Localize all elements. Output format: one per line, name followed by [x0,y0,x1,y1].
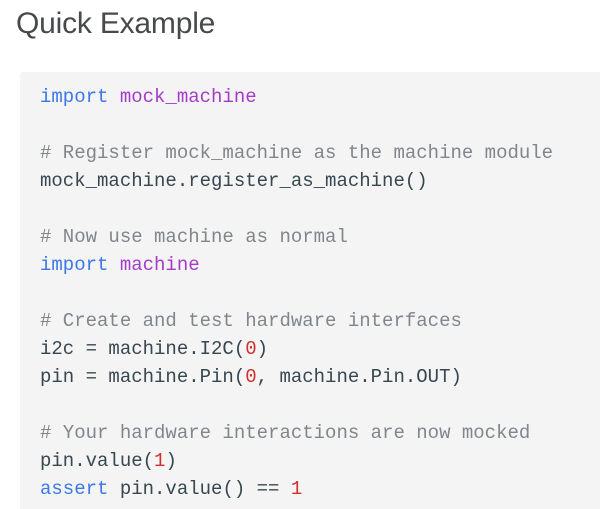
code-line: assert pin.value() == 1 [40,478,302,500]
docs-page: Quick Example import mock_machine # Regi… [0,6,600,509]
code-token-comment: # Create and test hardware interfaces [40,310,462,332]
code-token-plain: , machine.Pin.OUT) [256,366,462,388]
code-token-plain: pin.value( [40,450,155,472]
code-token-plain: pin = machine.Pin( [40,366,246,388]
code-token-keyword: assert [40,478,109,500]
code-token-number: 0 [245,366,257,388]
code-token-plain: ) [165,450,177,472]
code-token-comment: # Your hardware interactions are now moc… [40,422,531,444]
code-token-plain: i2c = machine.I2C( [40,338,246,360]
code-token-plain: pin.value() == [108,478,291,500]
code-line: pin.value(1) [40,450,177,472]
code-panel: import mock_machine # Register mock_mach… [20,72,600,509]
code-content: import mock_machine # Register mock_mach… [40,86,553,500]
code-token-plain [108,86,119,108]
code-line: i2c = machine.I2C(0) [40,338,268,360]
code-token-module: machine [119,254,200,276]
code-token-plain: ) [256,338,269,360]
code-line: # Your hardware interactions are now moc… [40,422,530,444]
code-token-module: mock_machine [119,86,257,108]
code-block: import mock_machine # Register mock_mach… [20,72,600,509]
code-token-number: 1 [290,478,303,500]
code-token-number: 1 [154,450,166,472]
code-line: import machine [40,254,200,276]
code-line: pin = machine.Pin(0, machine.Pin.OUT) [40,366,462,388]
code-token-plain: mock_machine.register_as_machine() [40,170,428,192]
code-token-comment: # Register mock_machine as the machine m… [40,142,554,164]
code-token-number: 0 [245,338,257,360]
code-line: # Create and test hardware interfaces [40,310,462,332]
code-line: # Register mock_machine as the machine m… [40,142,553,164]
page-title: Quick Example [16,7,216,40]
code-token-comment: # Now use machine as normal [40,226,348,248]
code-token-keyword: import [40,86,109,108]
code-token-keyword: import [40,254,109,276]
code-line: # Now use machine as normal [40,226,348,248]
code-line: import mock_machine [40,86,257,108]
code-token-plain [108,254,119,276]
code-line: mock_machine.register_as_machine() [40,170,428,192]
